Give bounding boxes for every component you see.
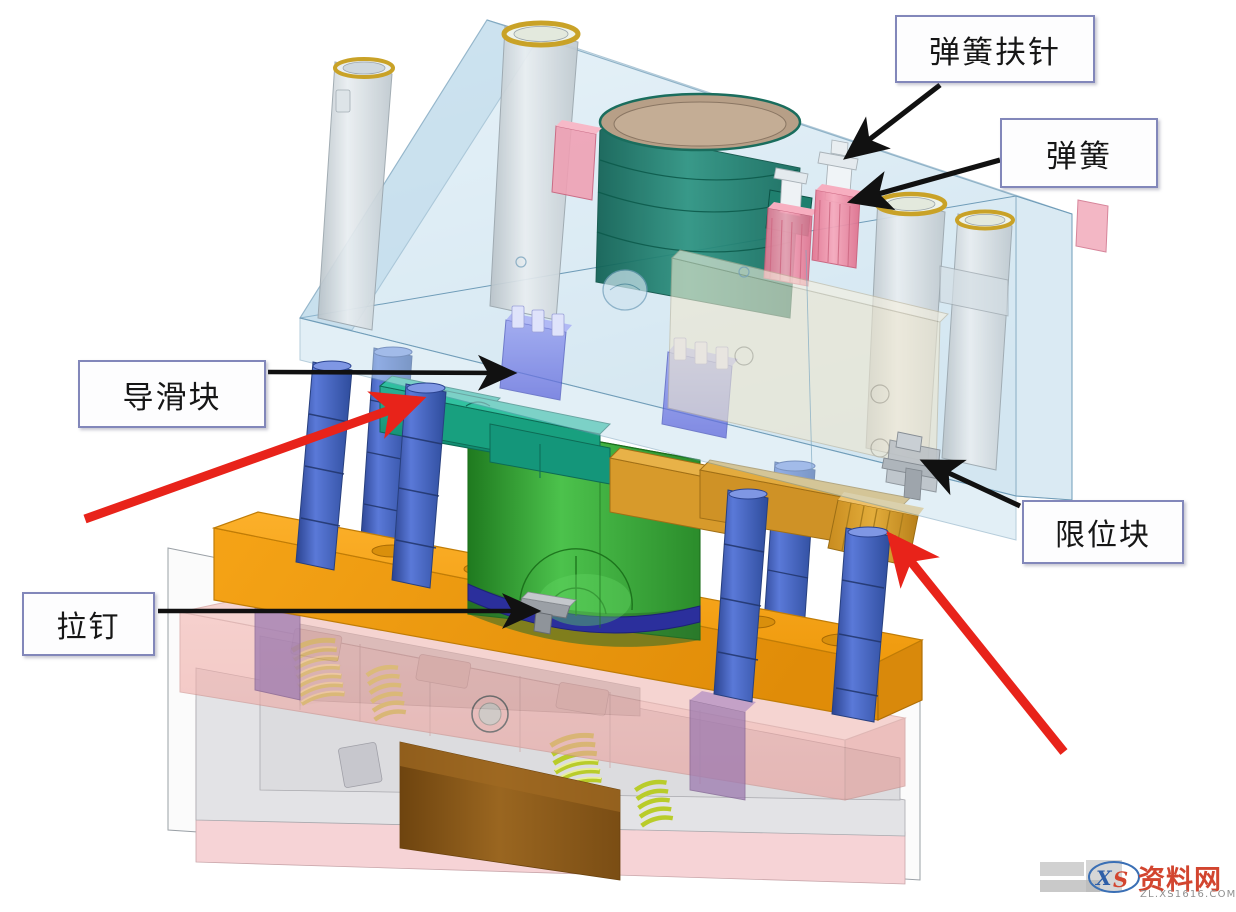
watermark-bar [1086,860,1122,892]
callout-label-text: 弹簧扶针 [929,34,1061,71]
callout-spring-support-pin: 弹簧扶针 [895,15,1095,83]
spring-body [763,202,818,287]
purple-bushing-2 [689,691,756,801]
guide-posts-front [295,360,891,723]
leader-arrows [158,82,1022,629]
callout-label-text: 导滑块 [122,379,222,416]
highlight-arrow-limit-block [886,530,1068,755]
highlight-arrows [83,391,1068,755]
spring-and-pin-cluster [551,120,1109,287]
watermark-brand: 资料网 [1138,865,1222,896]
guide-post [831,526,891,723]
watermark-bar [1040,862,1084,876]
watermark: X S 资料网 ZL.XS1616.COM [1040,856,1235,908]
highlight-arrow-guide-slider [83,391,427,524]
spring-body [551,120,602,201]
svg-text:S: S [1113,867,1128,892]
watermark-bar [1040,880,1100,892]
leader-spring-pin [843,82,942,160]
callout-guide-slider: 导滑块 [78,360,266,428]
leader-guide-slider [267,354,518,391]
lower-die-assembly [167,547,921,885]
guide-post [295,360,353,571]
leader-spring [846,157,1001,211]
brown-die-insert [399,741,621,881]
callout-label-text: 拉钉 [56,610,121,645]
callout-label-text: 弹簧 [1046,138,1112,175]
watermark-url: ZL.XS1616.COM [1140,889,1236,900]
callout-limit-block: 限位块 [1022,500,1184,564]
callout-spring: 弹簧 [1000,118,1158,188]
callout-pull-stud: 拉钉 [22,592,155,656]
svg-text:X: X [1094,866,1113,890]
xs-logo-icon: X S [1088,861,1140,893]
upper-shoe-internal-details [515,249,813,471]
guide-slider-block-left [499,305,572,401]
leader-limit-block [919,459,1022,509]
spring-body [1075,199,1109,253]
guide-post [713,488,769,703]
callout-label-text: 限位块 [1055,518,1151,553]
